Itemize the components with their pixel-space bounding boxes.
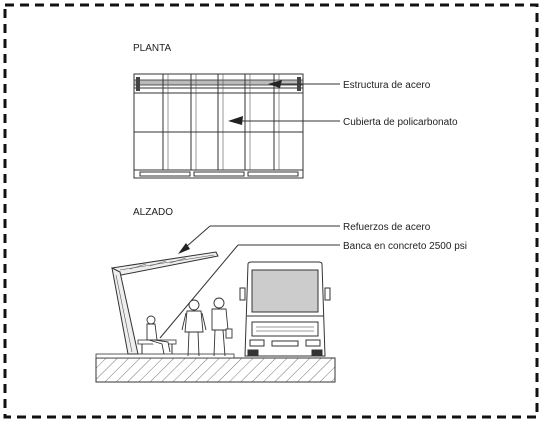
leader-steel-structure (268, 80, 340, 88)
sheet-border (3, 3, 539, 419)
person-seated (146, 315, 171, 355)
label-polycarbonate-roof: Cubierta de policarbonato (343, 117, 458, 128)
leader-steel-reinforcements (178, 225, 340, 254)
person-standing-2 (211, 297, 233, 357)
leader-concrete-bench (159, 244, 340, 339)
label-concrete-bench: Banca en concreto 2500 psi (343, 241, 467, 252)
plan-view (133, 73, 304, 179)
bus-front (239, 261, 331, 357)
canopy-structure (111, 251, 219, 355)
ground-slab (95, 357, 336, 383)
leader-polycarbonate-roof (228, 116, 340, 125)
label-steel-structure: Estructura de acero (343, 80, 431, 91)
person-standing-1 (181, 299, 207, 357)
label-steel-reinforcements: Refuerzos de acero (343, 222, 431, 233)
elevation-title: ALZADO (133, 207, 173, 218)
platform-curb (95, 353, 235, 359)
plan-title: PLANTA (133, 43, 171, 54)
